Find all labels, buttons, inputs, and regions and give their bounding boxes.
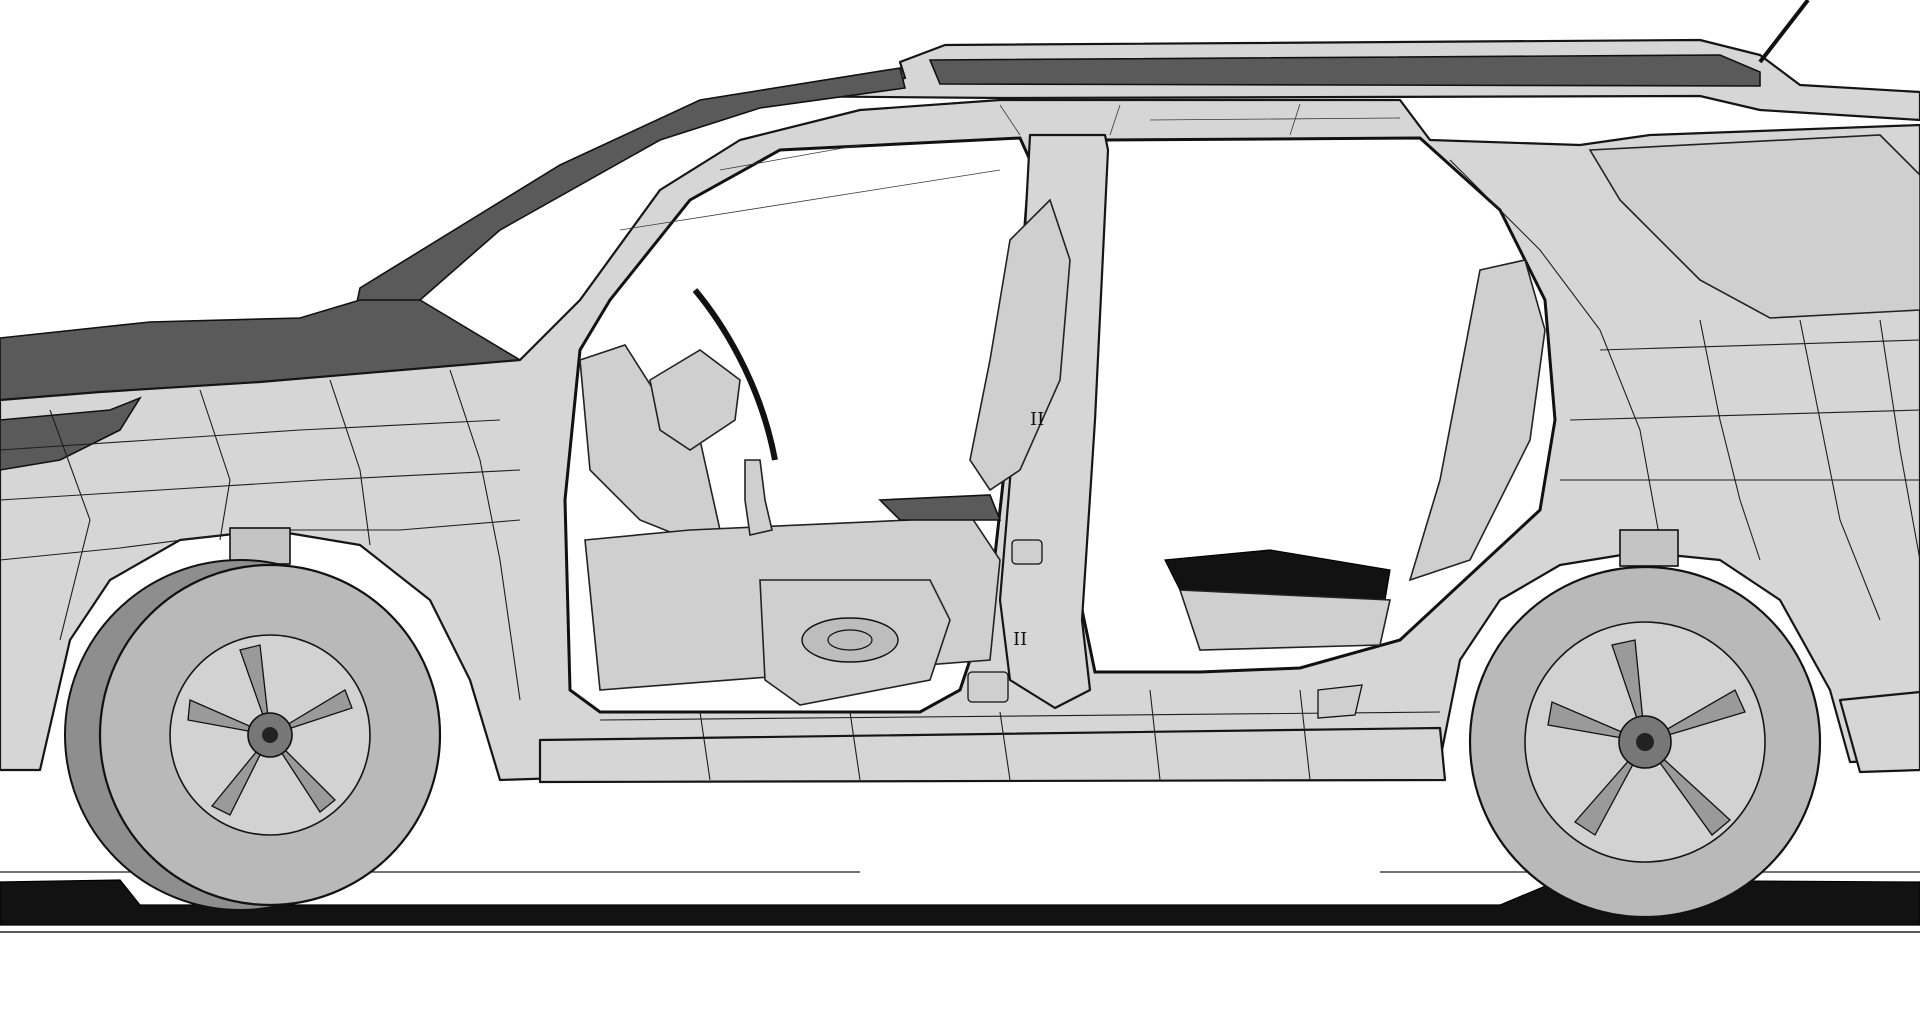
rear-bumper [1838,690,1920,774]
wireframe-mesh [0,103,1920,781]
speaker-grille-inner [827,629,873,651]
roof-rail [928,54,1761,87]
rear-seat-back [1408,259,1546,582]
front-hub-center [262,727,278,743]
steering-wheel [649,288,778,536]
pillar-mark-lower: II [1013,629,1027,650]
rear-seat-base [1178,589,1391,651]
antenna [1758,0,1810,64]
front-seat-cushion [878,494,1002,521]
headlight [0,396,142,471]
rear-suspension-strut [1619,529,1679,567]
front-seat-back [969,198,1071,492]
body-plate [967,671,1009,703]
rear-interior [1164,259,1546,651]
rear-step-plate [1317,684,1363,719]
fuel-sensor-plate [1011,539,1043,565]
speaker-grille [801,617,899,663]
front-rim-spokes [187,644,353,816]
rear-seat-cushion [1164,549,1391,601]
steering-wheel-rim [692,288,778,461]
rear-hub-center [1636,733,1654,751]
rear-wheel [1468,529,1822,919]
pillar-mark-upper: II [1030,409,1044,430]
steering-column [649,349,741,451]
rear-rim-spokes [1547,639,1746,836]
rocker-panel [538,726,1447,784]
gear-shifter [744,459,773,536]
front-suspension-strut [229,527,291,565]
front-interior [579,198,1071,706]
front-wheel [64,527,442,911]
rear-quarter-window [1588,134,1920,319]
